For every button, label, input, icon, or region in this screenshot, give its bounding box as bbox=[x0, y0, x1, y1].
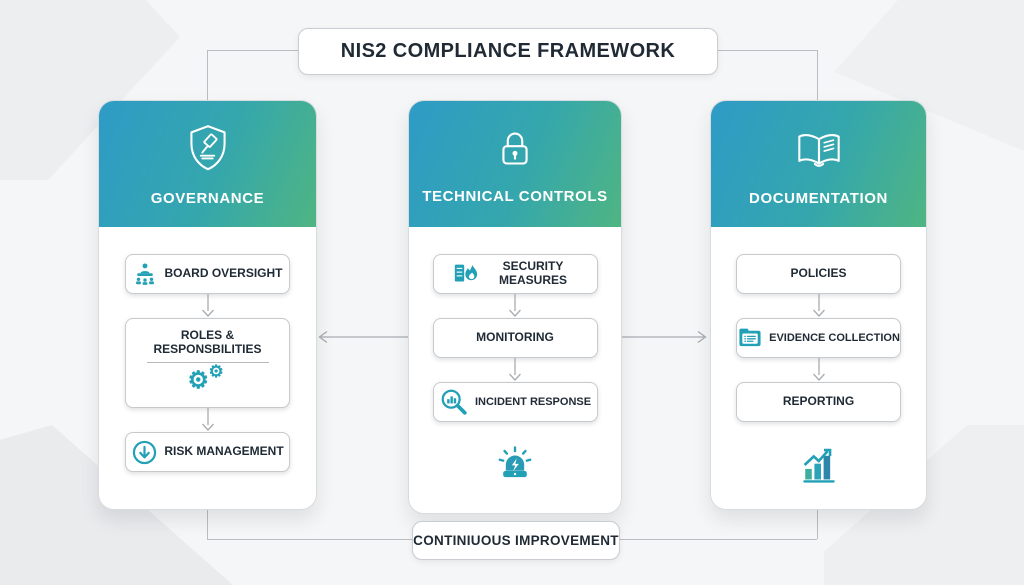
documentation-header: DOCUMENTATION bbox=[711, 101, 926, 227]
down-arrow-icon bbox=[201, 408, 214, 431]
evidence-collection-node: EVIDENCE COLLECTION bbox=[736, 318, 901, 358]
board-oversight-node: BOARD OVERSIGHT bbox=[125, 254, 290, 294]
reporting-node: REPORTING bbox=[736, 382, 901, 422]
technical-controls-title: TECHNICAL CONTROLS bbox=[422, 188, 608, 205]
documentation-card: DOCUMENTATION POLICIES bbox=[710, 100, 927, 510]
incident-response-label: INCIDENT RESPONSE bbox=[474, 395, 592, 408]
governance-card: GOVERNANCE BOARD OVERSIGHT bbox=[98, 100, 317, 510]
reporting-label: REPORTING bbox=[782, 394, 855, 409]
folder-checklist-icon bbox=[737, 325, 763, 351]
circle-down-arrow-icon bbox=[131, 439, 158, 466]
down-arrow-icon bbox=[509, 358, 521, 381]
connector-title-left-h bbox=[207, 50, 298, 51]
bar-chart-icon bbox=[798, 444, 840, 486]
down-arrow-icon bbox=[201, 294, 214, 317]
technical-controls-card: TECHNICAL CONTROLS SECURITY MEASURES bbox=[408, 100, 622, 514]
roles-label-line2: RESPONSBILITIES bbox=[153, 341, 262, 356]
incident-response-node: INCIDENT RESPONSE bbox=[432, 382, 598, 422]
down-arrow-icon bbox=[509, 294, 521, 317]
connector-title-right-v bbox=[817, 50, 818, 100]
connector-title-right-h bbox=[716, 50, 817, 51]
risk-management-label: RISK MANAGEMENT bbox=[164, 444, 284, 459]
policies-node: POLICIES bbox=[736, 254, 901, 294]
divider bbox=[146, 362, 269, 364]
shield-gavel-icon bbox=[189, 125, 226, 171]
down-arrow-icon bbox=[812, 358, 825, 381]
padlock-icon bbox=[502, 132, 528, 165]
documentation-body: POLICIES bbox=[711, 227, 926, 509]
governance-title: GOVERNANCE bbox=[150, 190, 265, 207]
siren-icon bbox=[494, 444, 536, 486]
evidence-collection-label: EVIDENCE COLLECTION bbox=[769, 331, 900, 344]
continuous-improvement-label: CONTINIUOUS IMPROVEMENT bbox=[413, 533, 619, 548]
connector-title-left-v bbox=[207, 50, 208, 100]
open-book-icon bbox=[797, 133, 840, 167]
magnifier-chart-icon bbox=[439, 387, 469, 417]
technical-controls-body: SECURITY MEASURES MONITORING bbox=[409, 227, 621, 513]
monitoring-label: MONITORING bbox=[476, 330, 554, 345]
governance-body: BOARD OVERSIGHT ROLES & RESPONSBILITIES … bbox=[99, 227, 316, 509]
monitoring-node: MONITORING bbox=[432, 318, 598, 358]
connector-bottom-left-v bbox=[207, 508, 208, 539]
policies-label: POLICIES bbox=[790, 266, 847, 281]
security-measures-node: SECURITY MEASURES bbox=[432, 254, 598, 294]
roles-responsibilities-node: ROLES & RESPONSBILITIES ⚙⚙ bbox=[125, 318, 290, 408]
roles-label-line1: ROLES & bbox=[180, 327, 235, 342]
page-title-label: NIS2 COMPLIANCE FRAMEWORK bbox=[340, 40, 676, 62]
risk-management-node: RISK MANAGEMENT bbox=[125, 432, 290, 472]
documentation-title: DOCUMENTATION bbox=[749, 190, 888, 207]
governance-header: GOVERNANCE bbox=[99, 101, 316, 227]
connector-bottom-left-h bbox=[207, 539, 412, 540]
board-oversight-label: BOARD OVERSIGHT bbox=[164, 266, 283, 281]
security-measures-label: SECURITY MEASURES bbox=[498, 259, 567, 287]
page-title: NIS2 COMPLIANCE FRAMEWORK bbox=[298, 28, 718, 75]
down-arrow-icon bbox=[812, 294, 825, 317]
board-meeting-icon bbox=[132, 261, 158, 287]
document-flame-icon bbox=[452, 259, 482, 289]
continuous-improvement-box: CONTINIUOUS IMPROVEMENT bbox=[412, 521, 620, 560]
gears-icon: ⚙⚙ bbox=[187, 362, 224, 395]
connector-bottom-right-v bbox=[817, 508, 818, 539]
connector-bottom-right-h bbox=[618, 539, 817, 540]
technical-controls-header: TECHNICAL CONTROLS bbox=[409, 101, 621, 227]
